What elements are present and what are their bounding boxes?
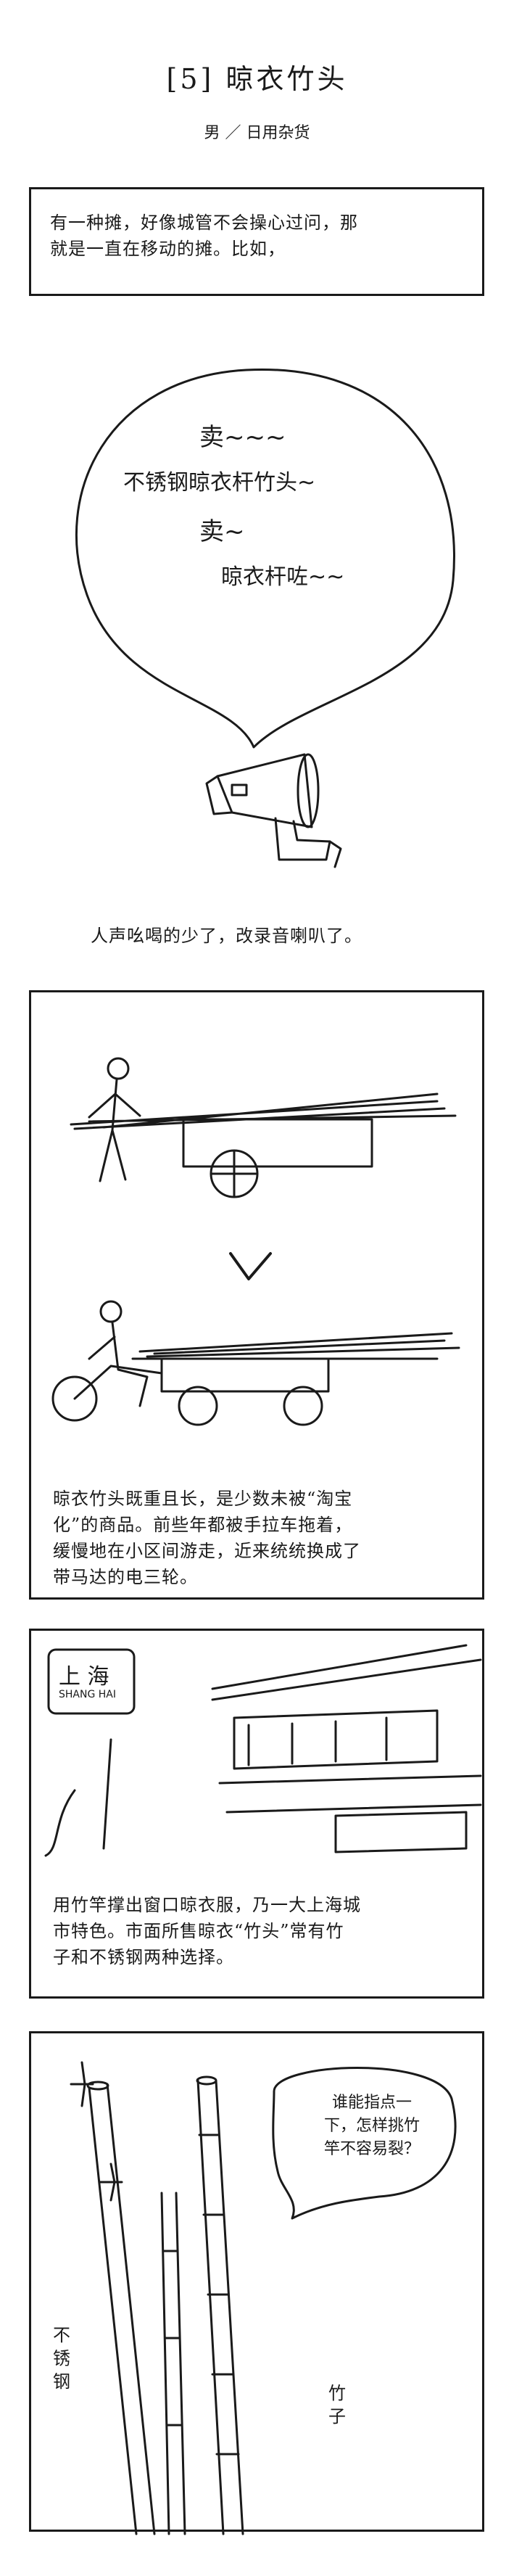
vendor-cry-line-4: 晾衣杆咗~~ [221,564,345,590]
loudspeaker-icon [205,753,342,868]
vendor-cry-line-1: 卖~~~ [199,423,286,452]
building-windows-drawing [44,1644,482,1857]
vendor-cry-line-3: 卖~ [199,517,245,546]
question-speech: 谁能指点一 下，怎样挑竹 竿不容易裂？ [323,2094,420,2158]
page-title: [5] 晾衣竹头 [166,63,348,95]
page-subtitle: 男 ／ 日用杂货 [204,124,310,142]
loudspeaker-caption: 人声吆喝的少了，改录音喇叭了。 [91,926,362,946]
shanghai-sign-shape [47,1648,136,1715]
vendor-cry-line-2: 不锈钢晾衣杆竹头~ [123,470,316,495]
bamboo-label: 竹 子 [328,2383,346,2427]
electric-tricycle-drawing [51,1300,460,1426]
intro-caption: 有一种摊，好像城管不会操心过问，那 就是一直在移动的摊。比如， [50,213,358,259]
poles-panel: 不 锈 钢 竹 子 谁能指点一 下，怎样挑竹 竿不容易裂？ [29,2031,484,2535]
steel-label: 不 锈 钢 [53,2325,70,2392]
intro-panel: 有一种摊，好像城管不会操心过问，那 就是一直在移动的摊。比如， [29,187,484,296]
shanghai-sign-subtext: SHANG HAI [59,1689,116,1700]
shanghai-caption: 用竹竿撑出窗口晾衣服，乃一大上海城 市特色。市面所售晾衣“竹头”常有竹 子和不锈… [53,1895,361,1967]
speech-bubble-shape [75,368,455,749]
shanghai-panel: 上 海 SHANG HAI 用竹竿撑出窗口晾衣服，乃一大上海城 市特色。市面所售… [29,1629,484,1999]
carts-panel: 晾衣竹头既重且长，是少数未被“淘宝 化”的商品。前些年都被手拉车拖着， 缓慢地在… [29,990,484,1600]
carts-caption: 晾衣竹头既重且长，是少数未被“淘宝 化”的商品。前些年都被手拉车拖着， 缓慢地在… [53,1489,361,1587]
arrow-down-icon [229,1252,272,1280]
shanghai-sign-text: 上 海 [59,1664,109,1690]
hand-cart-drawing [70,1057,457,1198]
poles-drawing [70,2061,457,2535]
